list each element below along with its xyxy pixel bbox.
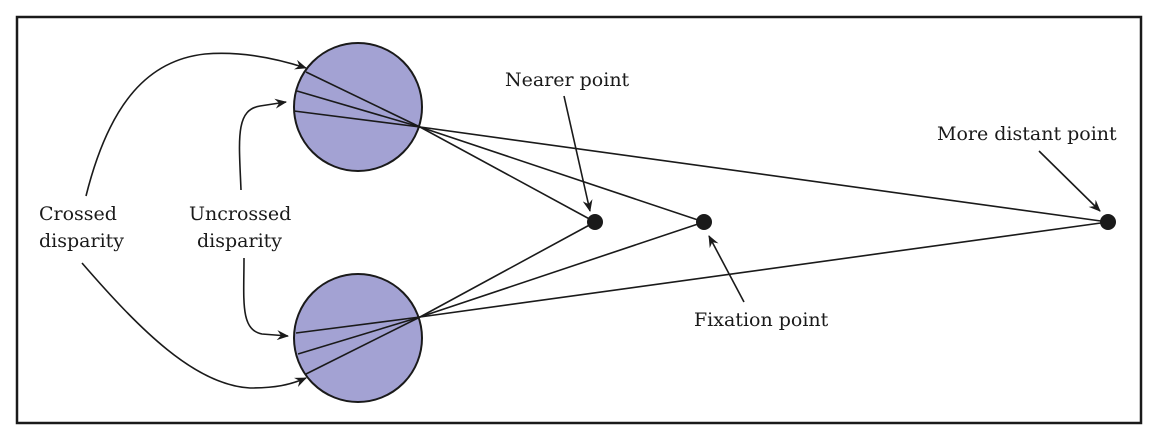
distant-point-dot <box>1100 214 1116 230</box>
fixation-point-arrow <box>708 235 745 303</box>
figure-frame <box>15 15 1143 425</box>
fixation-point-label: Fixation point <box>694 309 829 331</box>
crossed-disparity-lower-arrow <box>81 262 307 389</box>
upper-eye-retinal-lines <box>293 71 421 128</box>
lower-eye <box>293 273 423 403</box>
crossed-disparity-upper-arrow <box>85 52 307 197</box>
lower-eye-retinal-lines <box>295 316 421 375</box>
upper-eye <box>293 42 423 172</box>
uncrossed-disparity-label-line1: Uncrossed <box>189 203 291 225</box>
nearer-point-dot <box>587 214 603 230</box>
uncrossed-disparity-upper-arrow <box>238 98 287 191</box>
fixation-point-dot <box>696 214 712 230</box>
lower-eye-sight-lines <box>419 221 1109 318</box>
crossed-disparity-label-line2: disparity <box>39 230 124 252</box>
nearer-point-label: Nearer point <box>505 69 630 91</box>
uncrossed-disparity-lower-arrow <box>242 257 289 341</box>
more-distant-point-label: More distant point <box>937 123 1117 145</box>
nearer-point-arrow <box>563 95 593 212</box>
crossed-disparity-label-line1: Crossed <box>39 203 117 225</box>
distant-point-arrow <box>1038 150 1101 212</box>
upper-eye-sight-lines <box>419 126 1109 223</box>
uncrossed-disparity-label-line2: disparity <box>197 230 282 252</box>
